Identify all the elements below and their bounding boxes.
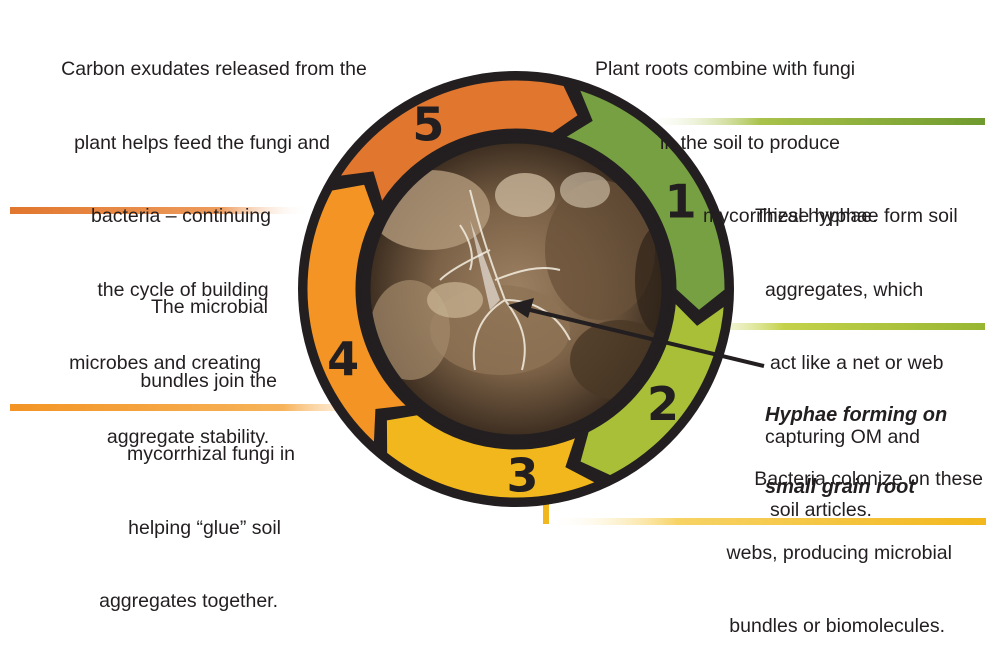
step-4-line: The microbial — [30, 295, 320, 320]
step-3-line: Bacteria colonize on these — [638, 467, 983, 492]
step-number-3: 3 — [507, 448, 539, 502]
step-4-line: bundles join the — [30, 369, 320, 394]
step-2-line: These hyphae form soil — [755, 204, 958, 229]
step-5-line: plant helps feed the fungi and — [0, 131, 414, 156]
step-number-5: 5 — [412, 97, 444, 151]
step-3-text: Bacteria colonize on these webs, produci… — [638, 418, 983, 663]
step-2-line: aggregates, which — [755, 278, 958, 303]
step-3-line: bundles or biomolecules. — [638, 614, 983, 639]
step-4-text: The microbial bundles join the mycorrhiz… — [30, 246, 320, 638]
step-1-line: Plant roots combine with fungi — [595, 57, 895, 82]
step-5-line: Carbon exudates released from the — [14, 57, 414, 82]
step-1-line: in the soil to produce — [595, 131, 895, 156]
step-5-line: bacteria – continuing — [0, 204, 414, 229]
step-4-line: helping “glue” soil — [30, 516, 320, 541]
step-4-line: aggregates together. — [30, 589, 320, 614]
step-4-line: mycorrhizal fungi in — [30, 442, 320, 467]
step-3-line: webs, producing microbial — [638, 541, 983, 566]
